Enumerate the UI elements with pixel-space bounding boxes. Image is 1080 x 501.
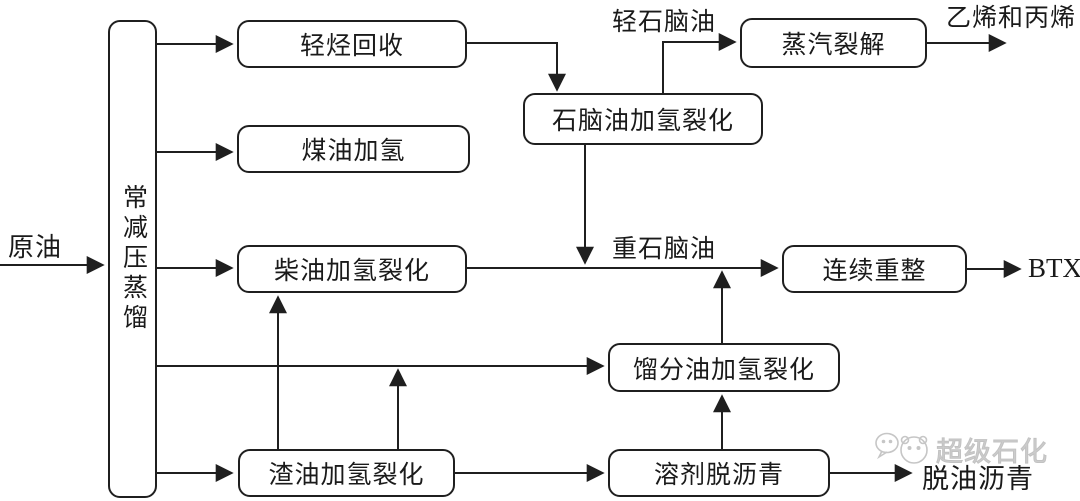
stream-label-heavy-naphtha: 重石脑油	[612, 236, 717, 263]
node-label: 溶剂脱沥青	[653, 462, 784, 489]
node-label: 常减压蒸馏	[119, 184, 147, 334]
node-naphtha-hydrocracking: 石脑油加氢裂化	[523, 93, 763, 145]
node-kerosene-hydrotreating: 煤油加氢	[237, 125, 470, 173]
node-label: 柴油加氢裂化	[273, 258, 430, 285]
node-residue-hydrocracking: 渣油加氢裂化	[238, 449, 455, 497]
node-continuous-reforming: 连续重整	[782, 245, 967, 293]
stream-label-crude-oil: 原油	[8, 233, 63, 262]
node-label: 连续重整	[822, 258, 927, 285]
node-light-hydrocarbon-recovery: 轻烃回收	[237, 20, 467, 68]
stream-label-ethylene-and-propylene: 乙烯和丙烯	[946, 5, 1077, 32]
node-solvent-deasphalting: 溶剂脱沥青	[608, 449, 830, 497]
edge-light-hc-recovery-to-naphtha-hc	[467, 42, 566, 92]
stream-label-light-naphtha: 轻石脑油	[612, 9, 717, 36]
node-diesel-hydrocracking: 柴油加氢裂化	[237, 245, 467, 293]
node-label: 馏分油加氢裂化	[632, 356, 815, 384]
node-steam-cracking: 蒸汽裂解	[740, 18, 927, 68]
node-distillate-hydrocracking: 馏分油加氢裂化	[608, 343, 840, 392]
node-label: 蒸汽裂解	[781, 32, 886, 59]
node-label: 煤油加氢	[301, 138, 406, 165]
stream-label-deoiled-asphalt: 脱油沥青	[922, 464, 1034, 494]
node-atmospheric-vacuum-distillation: 常减压蒸馏	[108, 20, 157, 498]
node-label: 渣油加氢裂化	[268, 462, 425, 489]
node-label: 轻烃回收	[299, 33, 404, 60]
edge-naphtha-hc-to-steam-cracking	[662, 33, 737, 95]
stream-label-btx: BTX	[1028, 253, 1080, 283]
node-label: 石脑油加氢裂化	[551, 108, 734, 135]
